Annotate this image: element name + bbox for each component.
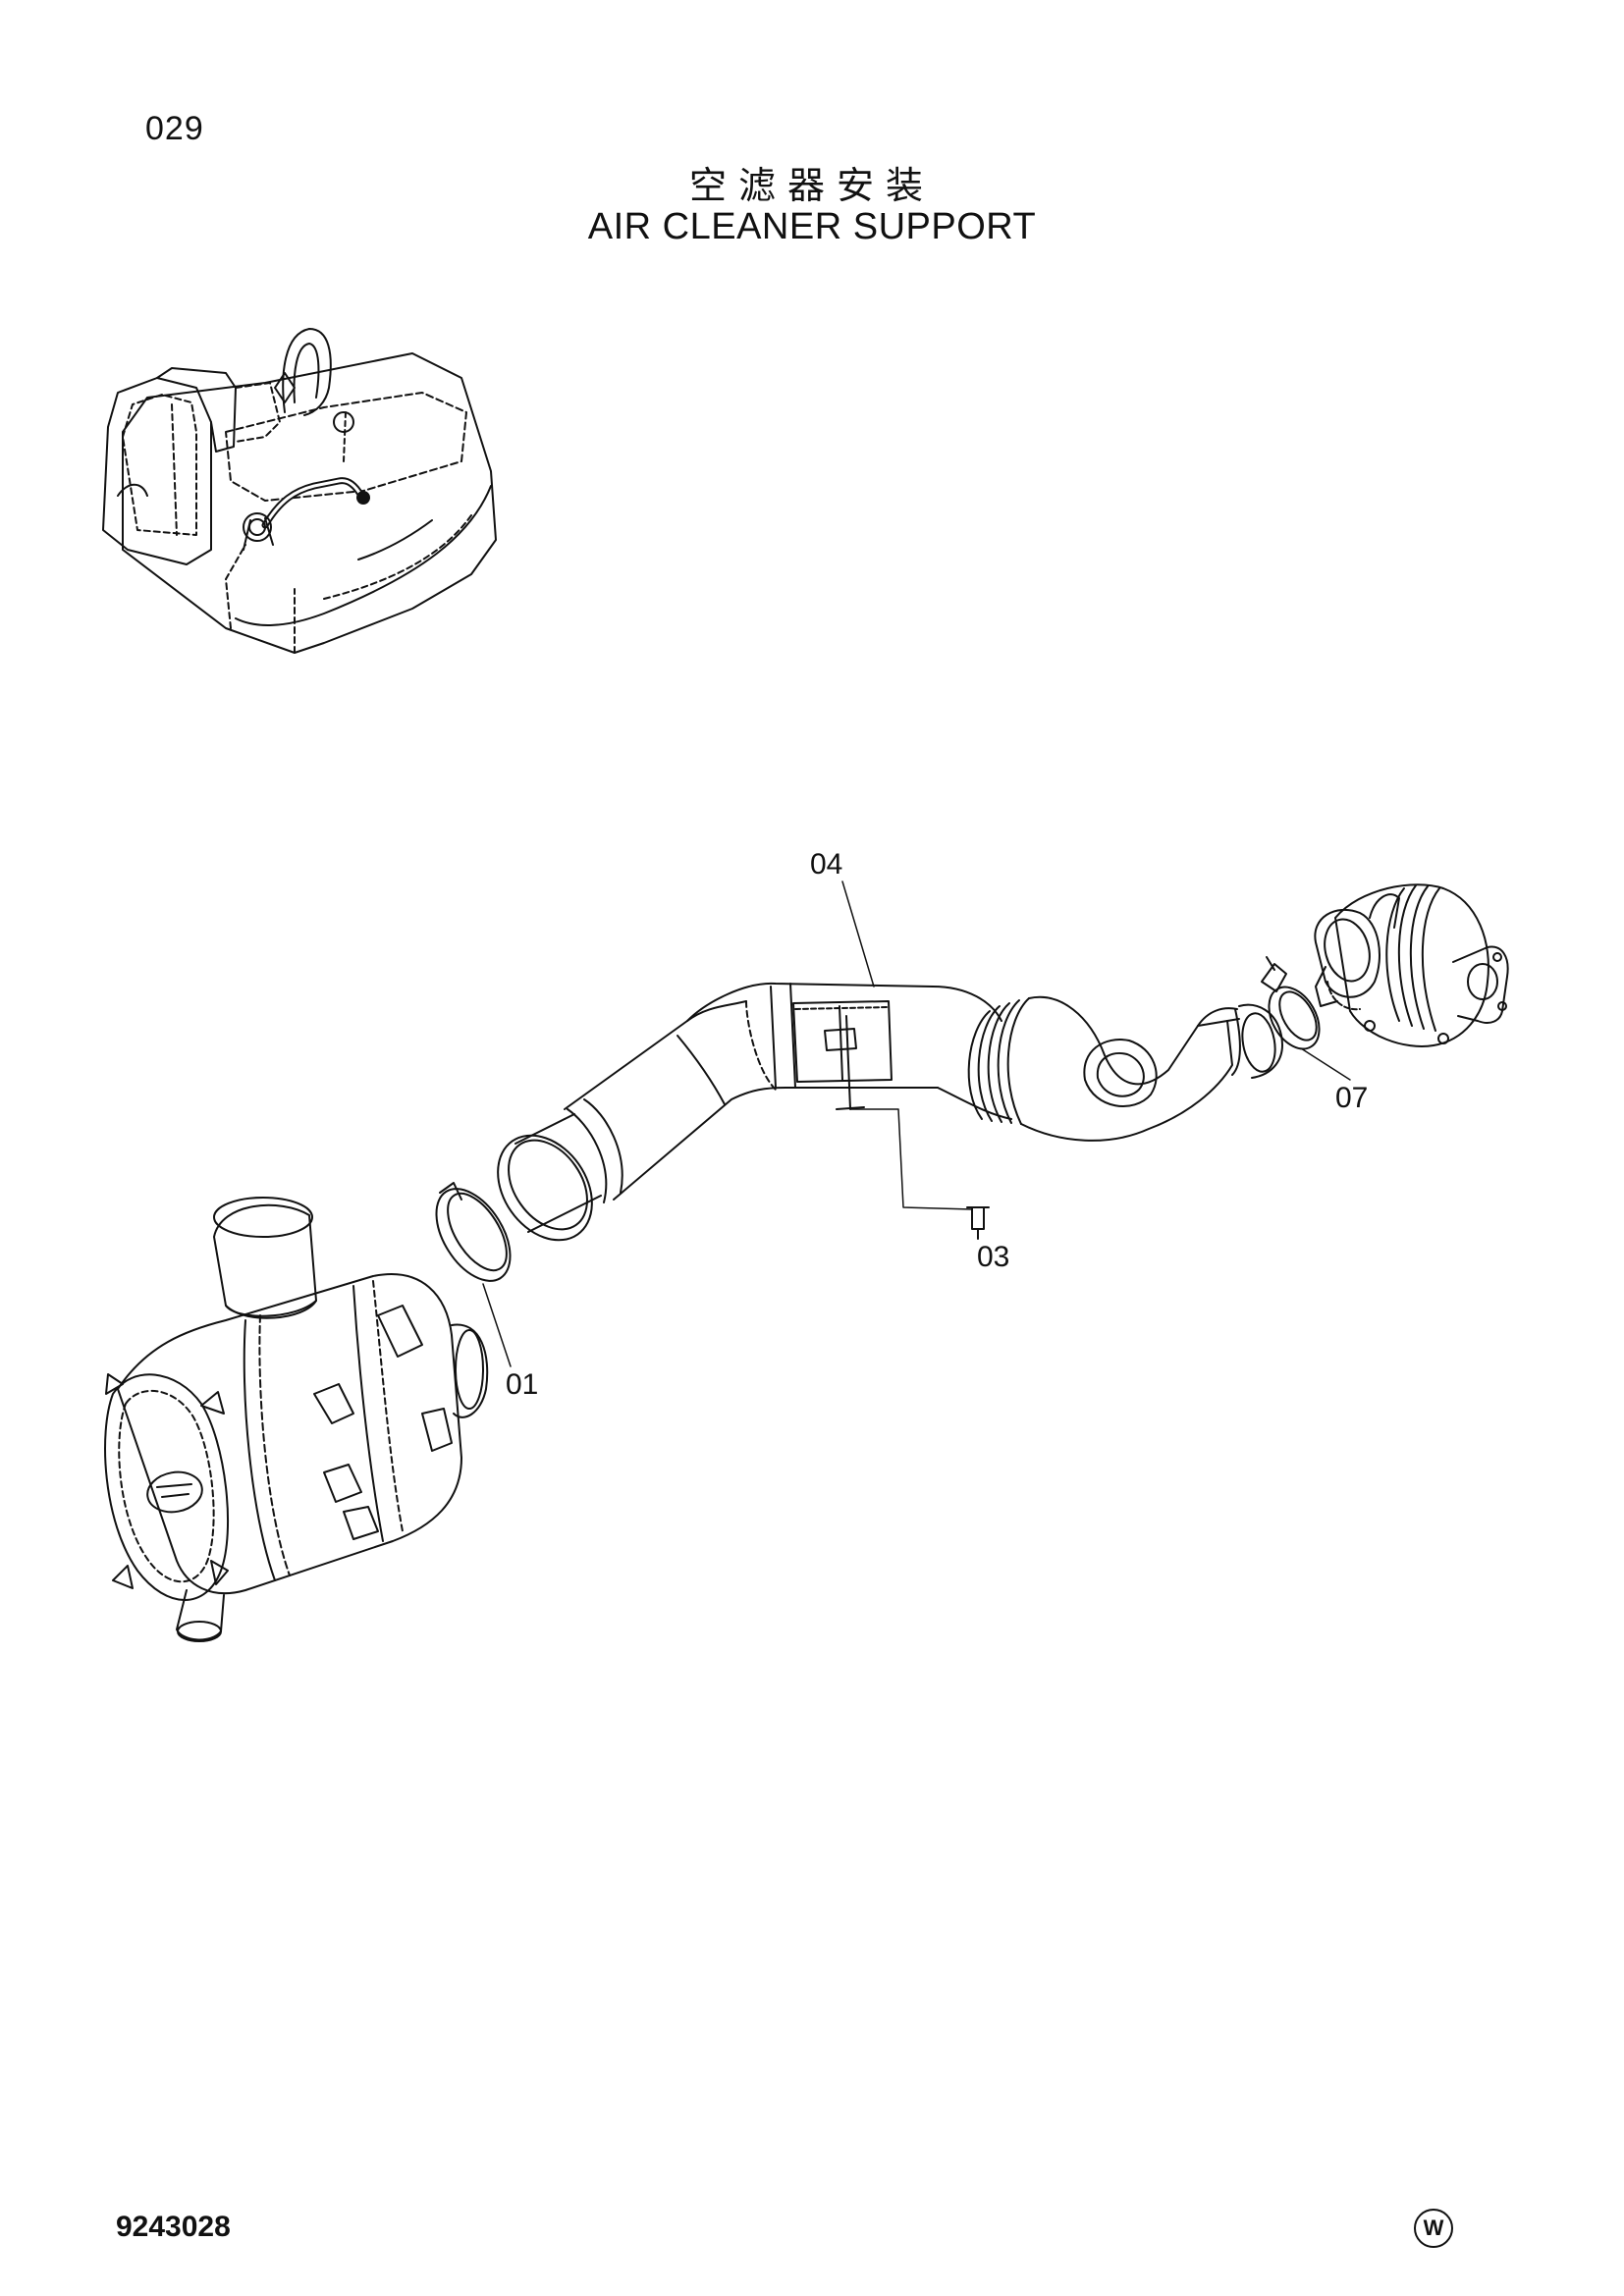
machine-overview-illustration — [103, 329, 496, 653]
leader-line-01 — [483, 1284, 511, 1366]
callout-03: 03 — [977, 1241, 1009, 1273]
title-chinese: 空滤器安装 — [688, 164, 935, 207]
callout-07: 07 — [1335, 1082, 1368, 1114]
leader-line-07 — [1301, 1048, 1350, 1080]
leader-line-04 — [842, 881, 874, 987]
callout-01: 01 — [506, 1368, 538, 1401]
turbocharger-illustration — [1315, 884, 1507, 1046]
brand-mark-icon: W — [1414, 2209, 1453, 2248]
title-english: AIR CLEANER SUPPORT — [587, 206, 1037, 247]
air-cleaner-illustration — [105, 1198, 487, 1641]
hose-clamp-01 — [421, 1176, 525, 1294]
intake-duct-04 — [478, 984, 1282, 1258]
sensor-03 — [967, 1207, 989, 1239]
leader-lines — [483, 881, 1350, 1366]
callout-04: 04 — [810, 848, 842, 881]
leader-line-03 — [851, 1109, 972, 1209]
page-number: 029 — [145, 110, 204, 147]
document-code: 9243028 — [116, 2211, 231, 2243]
hose-clamp-07 — [1259, 957, 1329, 1057]
